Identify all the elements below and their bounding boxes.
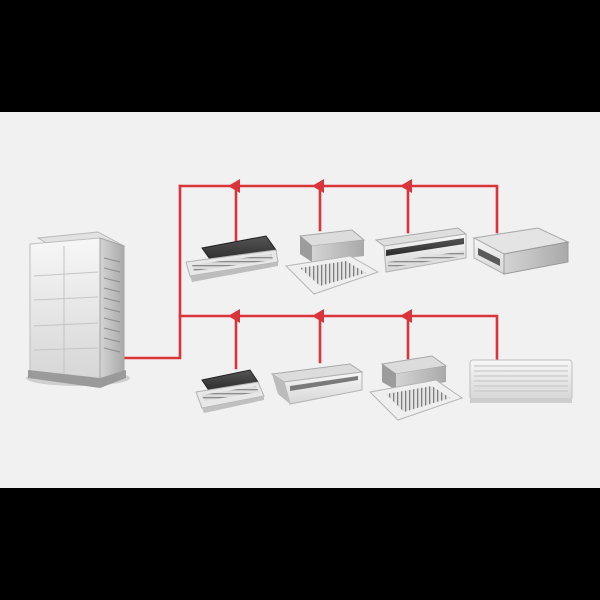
ceiling-suspended-icon (270, 363, 364, 405)
main-pipe (120, 184, 182, 360)
four-way-cassette-icon (368, 355, 464, 421)
flow-arrow-icon (312, 179, 324, 193)
flow-arrow-icon (312, 309, 324, 323)
ceiling-cassette-icon (195, 369, 265, 413)
refrigerant-piping (120, 184, 499, 370)
upper-header-pipe (178, 184, 499, 234)
flow-arrow-icon (400, 179, 412, 193)
lower-header-pipe (178, 314, 499, 362)
wall-mounted-unit-icon (469, 359, 573, 403)
flow-arrow-icon (228, 179, 240, 193)
top-letterbox (0, 0, 600, 112)
ceiling-cassette-icon (185, 235, 279, 282)
ceiling-suspended-icon (374, 227, 468, 273)
four-way-cassette-icon (284, 229, 380, 295)
flow-arrow-icon (228, 309, 240, 323)
flow-arrow-icon (400, 309, 412, 323)
ducted-unit-icon (472, 227, 570, 275)
flow-arrows (228, 179, 412, 323)
vrf-outdoor-unit-icon (26, 231, 130, 388)
bottom-letterbox (0, 488, 600, 600)
